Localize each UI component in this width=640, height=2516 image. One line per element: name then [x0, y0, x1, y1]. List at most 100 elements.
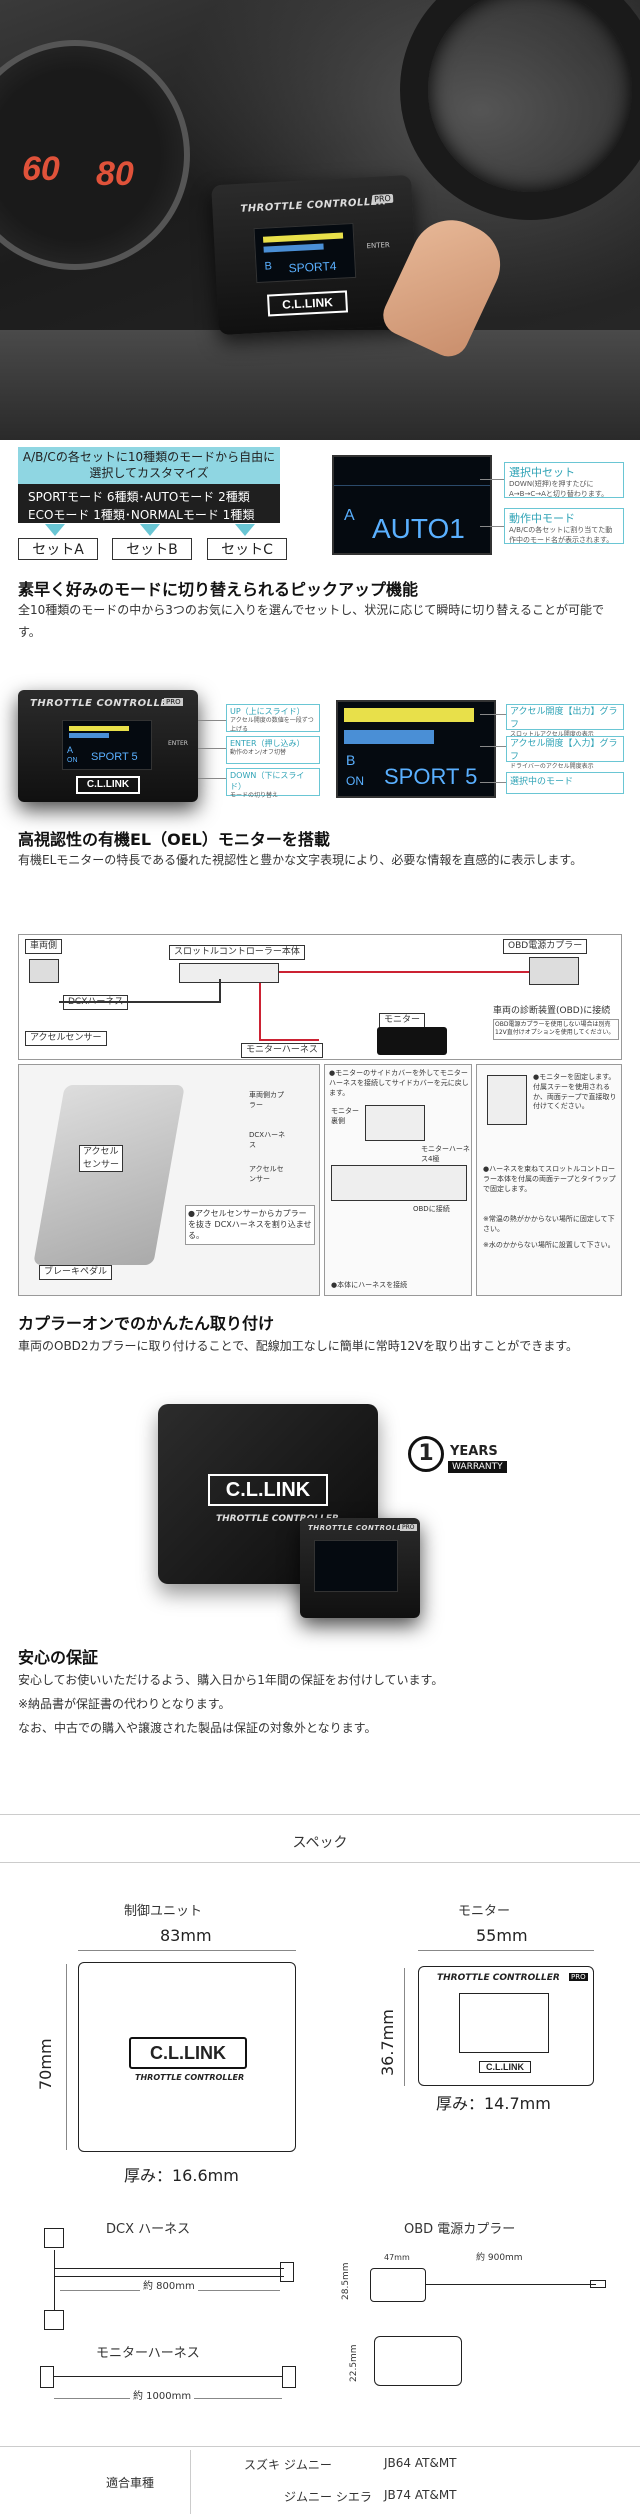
obd-coupler-shape [529, 957, 579, 985]
mode-line-1: SPORTモード 6種類･AUTOモード 2種類 [28, 490, 250, 505]
dcx-length: 約 800mm [140, 2280, 198, 2294]
dcx-wire-h1 [54, 2268, 284, 2269]
monitor-shape [377, 1027, 447, 1055]
hero-lcd-bar-input [263, 243, 324, 253]
obd-plug-front [374, 2336, 462, 2386]
monitor-label: モニター [458, 1904, 511, 1919]
section1-lcd: A AUTO1 [332, 455, 492, 555]
label-vehicle-coupler: 車両側カプラー [249, 1091, 284, 1109]
leader-line-1 [480, 479, 504, 480]
mh-plug-1 [40, 2366, 54, 2388]
cu-outline: C.L.LINK THROTTLE CONTROLLER [78, 1962, 296, 2152]
label-obd-note-head: 車両の診断装置(OBD)に接続 [493, 1006, 611, 1016]
monitor-back-shape [365, 1105, 425, 1141]
callout-active-mode-head: 動作中モード [509, 512, 575, 525]
section2-lcd-set: A [67, 745, 74, 755]
mon-height-line [404, 1968, 405, 2086]
mode-box-top: A/B/Cの各セットに10種類のモードから自由に選択してカスタマイズ [18, 447, 280, 485]
set-c-label: セットC [207, 538, 287, 560]
callout-output-graph: アクセル開度【出力】グラフ スロットルアクセル開度の表示 [506, 704, 624, 738]
label-dcx-harness: DCXハーネス [249, 1131, 286, 1149]
cu-width: 83mm [160, 1926, 212, 1945]
product-box-sub: THROTTLE CONTROLLER [216, 1514, 339, 1524]
section2-lcd-mode: SPORT 5 [91, 751, 138, 763]
dcx-wire-h2 [54, 2276, 284, 2277]
set-a-label: セットA [18, 538, 98, 560]
obd-plug-side [370, 2268, 426, 2302]
graph-leader-1 [480, 714, 506, 715]
compat-model-2: ジムニー シエラ [284, 2490, 372, 2504]
big-lcd-bar-output [344, 708, 474, 722]
vehicle-coupler-shape [29, 959, 59, 983]
callout-down-sub: モードの切り替え [230, 792, 279, 800]
section2-lcd-bar-input [69, 733, 109, 738]
compat-code-1: JB64 AT&MT [384, 2456, 457, 2470]
cu-height: 70mm [36, 2038, 55, 2090]
note-fix-harness: ●ハーネスを束ねてスロットルコントローラー本体を付属の両面テープとタイラップで固… [483, 1165, 616, 1193]
mon-height: 36.7mm [378, 2009, 397, 2076]
dcx-plug-3 [44, 2310, 64, 2330]
mode-select-box: A/B/Cの各セットに10種類のモードから自由に選択してカスタマイズ SPORT… [18, 447, 280, 523]
warranty-number: 1 [408, 1436, 444, 1472]
big-lcd-set: B [346, 752, 356, 768]
dcx-plug-2 [280, 2262, 294, 2282]
callout-input-graph-head: アクセル開度【入力】グラフ [510, 739, 618, 762]
warranty-line-1: 安心してお使いいただけるよう、購入日から1年間の保証をお付けしています。 [18, 1673, 444, 1687]
section2-heading: 高視認性の有機EL（OEL）モニターを搭載 [18, 830, 330, 849]
cu-depth: 厚み：16.6mm [124, 2166, 239, 2185]
section2-device: THROTTLE CONTROLLER PRO A ON SPORT 5 ENT… [18, 690, 198, 802]
pedal-area-shape [33, 1085, 185, 1265]
graph-leader-2 [480, 746, 506, 747]
label-monitor-harness-4: モニターハーネス4極 [421, 1145, 470, 1163]
hero-lcd-mode: SPORT4 [288, 258, 337, 276]
hero-enter-button[interactable]: ENTER [366, 241, 391, 251]
section1-lcd-mode: AUTO1 [372, 513, 465, 544]
obd-wire [426, 2284, 596, 2285]
callout-output-graph-head: アクセル開度【出力】グラフ [510, 707, 618, 730]
callout-up-sub: アクセル開度の数値を一段ずつ上げる [230, 717, 314, 733]
warranty-years: YEARS [450, 1444, 498, 1459]
mon-title: THROTTLE CONTROLLER [437, 1973, 560, 1983]
section2-lcd: A ON SPORT 5 [62, 720, 152, 770]
label-obd-connect: OBDに接続 [413, 1205, 450, 1213]
compat-divider-top [0, 2446, 640, 2447]
callout-up: UP（上にスライド） アクセル開度の数値を一段ずつ上げる [226, 704, 320, 733]
section3-heading: カプラーオンでのかんたん取り付け [18, 1314, 275, 1333]
monitor-wire-down [259, 983, 261, 1039]
product-monitor-badge: PRO [400, 1524, 417, 1531]
install-monitor-panel: ●モニターのサイドカバーを外してモニターハーネスを接続してサイドカバーを元に戻し… [324, 1064, 472, 1296]
hero-photo: 60 80 THROTTLE CONTROLLER PRO B SPORT4 E… [0, 0, 640, 440]
section2-enter-button[interactable]: ENTER [168, 740, 188, 747]
label-monitor: モニター [379, 1013, 426, 1028]
product-monitor-title: THROTTLE CONTROLLER [308, 1524, 414, 1532]
cu-sub: THROTTLE CONTROLLER [135, 2073, 245, 2082]
note-fix-1: ※常温の熱がかからない場所に固定して下さい。 [483, 1215, 615, 1233]
section1-text: 全10種類のモードの中から3つのお気に入りを選んでセットし、状況に応じて瞬時に切… [18, 603, 604, 639]
hero-lcd: B SPORT4 [253, 222, 357, 284]
obd-285: 28.5mm [341, 2262, 351, 2300]
callout-active-mode: 動作中モード A/B/Cの各セットに割り当てた動作中のモード名が表示されます。 [504, 508, 624, 544]
wiring-diagram: 車両側 スロットルコントローラー本体 OBD電源カプラー DCXハーネス アクセ… [18, 934, 622, 1060]
obd-label: OBD 電源カプラー [404, 2222, 516, 2237]
dcx-wire [59, 1001, 219, 1003]
callout-selected-mode-head: 選択中のモード [510, 777, 574, 787]
label-obd-note: OBD電源カプラーを使用しない場合は別売12V直付けオプションを使用してください… [493, 1019, 619, 1040]
callout-input-graph-sub: ドライバーのアクセル開度表示 [510, 763, 594, 771]
monitor-harness-label: モニターハーネス [96, 2346, 200, 2361]
section2-lcd-on: ON [67, 757, 78, 764]
spec-divider [0, 1862, 640, 1863]
callout-up-head: UP（上にスライド） [230, 707, 305, 716]
section2-device-badge: PRO [164, 698, 183, 706]
section2-big-lcd: B ON SPORT 5 [336, 700, 496, 798]
arrow-set-c [235, 524, 255, 536]
compat-divider-v [190, 2450, 191, 2514]
callout-selected-set-sub: DOWN(短押)を押すたびにA→B→C→Aと切り替わります。 [509, 480, 609, 499]
label-obd: OBD電源カプラー [503, 939, 588, 954]
warranty-line-3: なお、中古での購入や譲渡された製品は保証の対象外となります。 [18, 1721, 377, 1735]
obd-47: 47mm [384, 2253, 410, 2262]
product-monitor: THROTTLE CONTROLLER PRO [300, 1518, 420, 1618]
install-accel-panel: ブレーキペダル アクセルセンサー 車両側カプラー DCXハーネス アクセルセンサ… [18, 1064, 320, 1296]
label-accel-sensor-2: アクセルセンサー [79, 1145, 123, 1173]
btn-leader-1 [198, 720, 226, 721]
section4-heading: 安心の保証 [18, 1648, 99, 1667]
